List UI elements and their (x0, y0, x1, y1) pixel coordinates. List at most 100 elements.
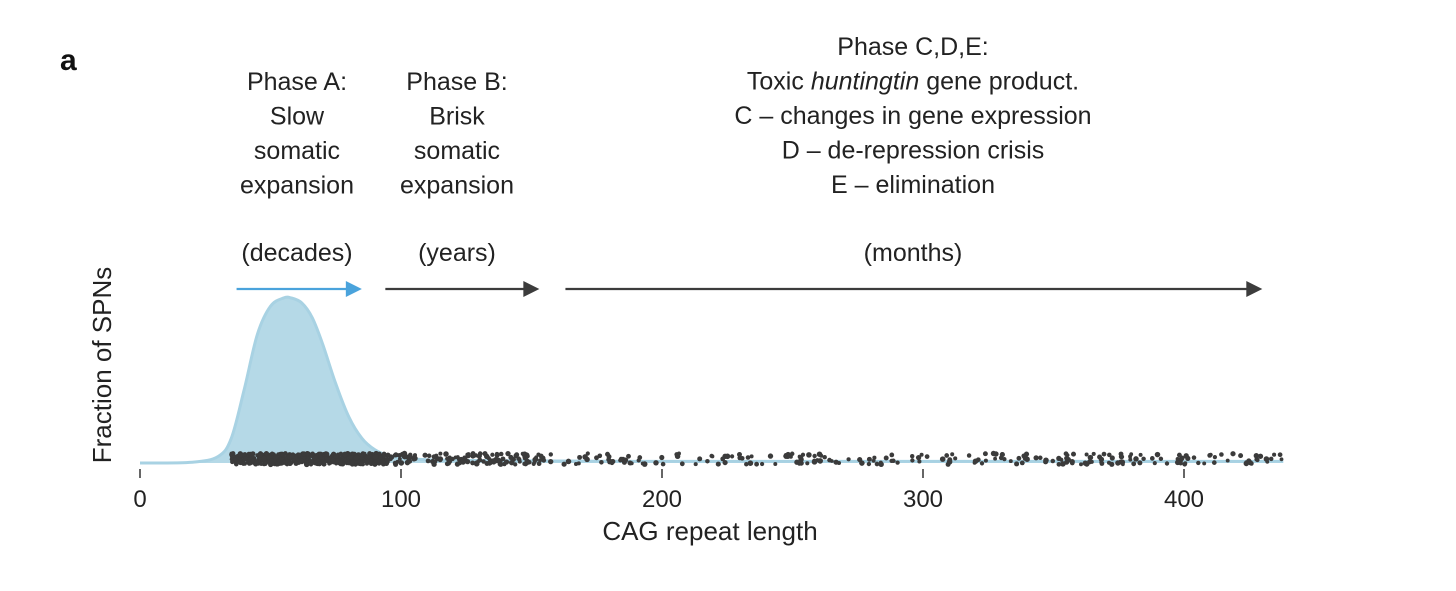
scatter-point (874, 461, 880, 467)
phase-cde-timescale: (months) (864, 239, 963, 267)
scatter-point (364, 458, 370, 464)
scatter-point (1022, 456, 1028, 461)
scatter-point (724, 453, 731, 460)
scatter-point (1002, 456, 1007, 462)
scatter-point (1175, 457, 1180, 461)
scatter-point (1050, 458, 1056, 464)
scatter-point (465, 452, 470, 457)
scatter-point (230, 459, 235, 465)
phase-a-label-line: expansion (240, 172, 354, 200)
scatter-point (1014, 461, 1020, 467)
scatter-point (388, 456, 393, 462)
scatter-point (490, 452, 495, 457)
scatter-point (1119, 454, 1125, 460)
scatter-point (250, 458, 255, 463)
density-area (140, 297, 1284, 463)
scatter-point (1230, 451, 1236, 457)
scatter-point (610, 459, 616, 464)
phase-b-label-line: Brisk (429, 103, 485, 131)
scatter-point (438, 458, 443, 463)
scatter-point (503, 459, 510, 465)
scatter-point (1079, 462, 1083, 467)
scatter-point (709, 453, 714, 459)
scatter-point (915, 454, 922, 461)
phase-b-timescale: (years) (418, 239, 496, 267)
scatter-point (1279, 457, 1284, 462)
phase-b-label-line: somatic (414, 137, 500, 165)
scatter-point (944, 453, 950, 458)
scatter-point (494, 452, 500, 458)
scatter-point (1069, 460, 1075, 466)
scatter-point (1019, 460, 1025, 466)
scatter-point (1154, 451, 1161, 458)
scatter-point (806, 452, 812, 458)
scatter-point (822, 454, 827, 460)
scatter-point (573, 461, 579, 467)
scatter-point (979, 461, 985, 466)
phase-cde-label-line: Toxic huntingtin gene product. (747, 68, 1079, 96)
scatter-point (372, 454, 379, 460)
scatter-point (749, 454, 754, 459)
scatter-point (1115, 460, 1121, 466)
scatter-point (398, 460, 405, 466)
phase-cde-arrowhead (1246, 281, 1263, 297)
scatter-point (532, 457, 538, 463)
scatter-point (1257, 453, 1264, 459)
scatter-point (1219, 452, 1224, 457)
scatter-point (508, 454, 514, 460)
scatter-point (739, 455, 745, 461)
scatter-point (1238, 453, 1244, 459)
scatter-point (599, 460, 604, 465)
scatter-point (618, 456, 624, 462)
scatter-point (924, 454, 930, 459)
scatter-point (1268, 456, 1274, 462)
plot-area (139, 295, 1284, 468)
scatter-point (261, 455, 267, 462)
scatter-point (548, 458, 554, 465)
scatter-point (484, 461, 490, 466)
scatter-point (817, 458, 823, 464)
scatter-point (919, 452, 924, 457)
scatter-point (577, 454, 583, 460)
scatter-point (677, 451, 681, 456)
scatter-point (1119, 459, 1126, 465)
scatter-point (304, 462, 310, 467)
phase-a-label-line: somatic (254, 137, 340, 165)
scatter-point (304, 450, 310, 457)
scatter-point (827, 457, 832, 463)
phase-a-timescale: (decades) (241, 239, 352, 267)
scatter-point (268, 458, 275, 465)
scatter-point (917, 459, 922, 464)
scatter-point (457, 460, 463, 466)
scatter-point (818, 453, 824, 458)
scatter-point (531, 461, 536, 466)
phase-a-label-line: Phase A: (247, 68, 347, 96)
scatter-point (431, 454, 437, 460)
phase-cde-label-line: E – elimination (831, 171, 995, 199)
x-tick-label: 200 (642, 486, 682, 513)
scatter-point (1099, 460, 1104, 465)
scatter-point (1137, 460, 1143, 466)
scatter-point (789, 451, 795, 457)
scatter-point (697, 456, 703, 462)
scatter-point (950, 452, 955, 457)
scatter-point (323, 451, 330, 457)
scatter-point (317, 461, 322, 467)
scatter-point (433, 459, 438, 464)
scatter-point (797, 461, 802, 466)
scatter-point (536, 461, 542, 467)
scatter-point (254, 459, 259, 464)
scatter-point (299, 458, 304, 463)
scatter-point (783, 454, 789, 459)
scatter-point (1109, 455, 1115, 461)
scatter-point (720, 456, 726, 462)
scatter-point (384, 457, 390, 463)
scatter-point (399, 451, 406, 458)
scatter-point (1109, 461, 1115, 467)
x-tick-label: 300 (903, 486, 943, 513)
scatter-point (1249, 461, 1254, 466)
scatter-point (745, 455, 751, 460)
scatter-point (909, 453, 915, 459)
scatter-point (1277, 452, 1283, 458)
